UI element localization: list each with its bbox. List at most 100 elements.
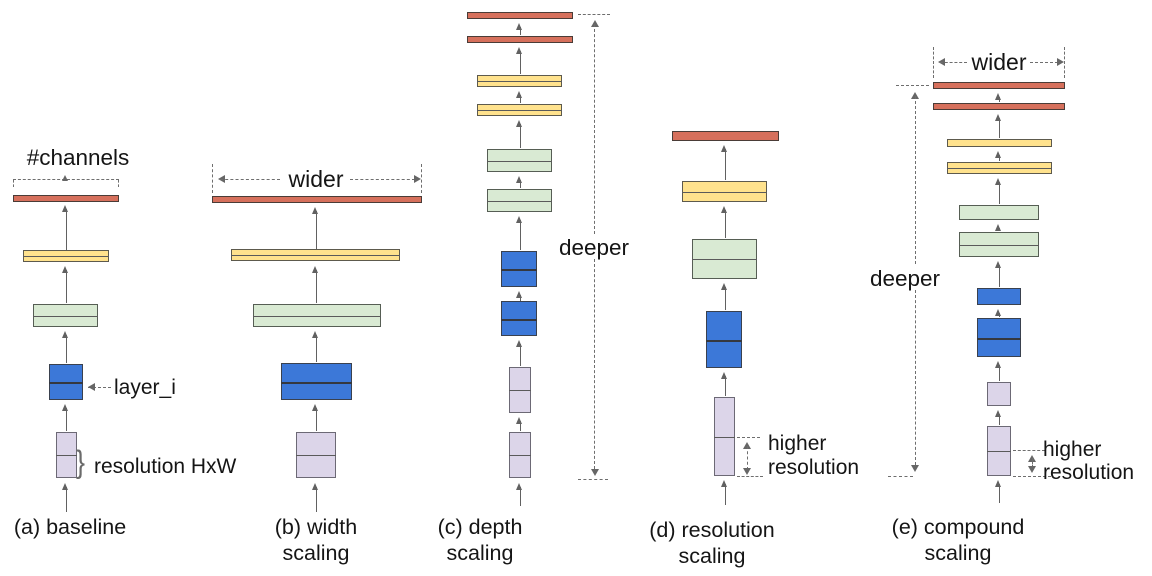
a-arrow-green-to-yellow	[62, 265, 69, 303]
a-blue-layer	[49, 364, 83, 400]
e-wider-label: wider	[971, 49, 1027, 75]
c-deeper-down-arrow-icon	[591, 469, 599, 480]
e-deeper-line-lower	[915, 290, 916, 465]
b-wider-right-arrow-icon	[414, 175, 425, 183]
e-deeper-line-upper	[915, 96, 916, 264]
d-higher-label: higher	[768, 432, 827, 455]
e-higher-down-arrow-icon	[1028, 466, 1036, 477]
e-arrow-green2-to-green1	[995, 223, 1002, 231]
a-input-arrow	[62, 482, 69, 512]
a-output-bar	[13, 195, 119, 202]
e-arrow-red2-to-red1	[995, 92, 1002, 102]
c-deeper-top-dash	[578, 14, 610, 15]
c-arrow-yellow2-to-yellow1	[516, 90, 523, 103]
e-input-arrow	[995, 479, 1002, 503]
e-output-bar-1	[933, 82, 1065, 89]
caption-b: (b) width scaling	[274, 515, 358, 565]
e-wider-right-dash	[1030, 62, 1058, 63]
e-wider-left-dash	[940, 62, 967, 63]
d-green-layer	[692, 239, 757, 279]
caption-a: (a) baseline	[13, 515, 127, 539]
e-arrow-yellow1-to-red2	[995, 113, 1002, 138]
e-wider-left-tick	[933, 47, 934, 78]
e-input-box-1	[987, 382, 1011, 406]
e-deeper-top-dash	[896, 85, 929, 86]
resolution-brace: }	[76, 444, 86, 480]
b-green-layer	[253, 304, 381, 327]
e-green-layer-2	[959, 232, 1039, 257]
caption-d: (d) resolution scaling	[649, 518, 775, 568]
channels-brace-arrow-icon	[62, 172, 68, 181]
layer-i-arrow-icon	[84, 383, 95, 391]
e-yellow-layer-1	[947, 139, 1052, 147]
a-arrow-blue-to-green	[62, 330, 69, 363]
e-higher-line	[1032, 458, 1033, 468]
a-input-box	[56, 432, 77, 478]
e-output-bar-2	[933, 103, 1065, 110]
c-arrow-blue1-to-green2	[516, 215, 523, 250]
d-yellow-layer	[682, 181, 767, 202]
c-input-box-1	[509, 367, 531, 413]
e-yellow-layer-2	[947, 162, 1052, 174]
c-green-layer-2	[487, 189, 552, 212]
c-blue-layer-1	[501, 251, 537, 287]
c-arrow-purple1-to-blue2	[516, 339, 523, 366]
e-green-layer-1	[959, 205, 1039, 220]
b-input-box	[296, 432, 336, 478]
b-wider-label: wider	[288, 166, 344, 192]
b-wider-left-dash	[220, 179, 280, 180]
c-input-box-2	[509, 432, 531, 478]
e-arrow-yellow2-to-yellow1	[995, 150, 1002, 161]
c-blue-layer-2	[501, 301, 537, 336]
c-deeper-label: deeper	[558, 235, 630, 260]
e-blue-layer-2	[977, 318, 1021, 357]
channels-label: #channels	[26, 145, 130, 170]
e-deeper-up-arrow-icon	[911, 88, 919, 99]
c-arrow-purple2-to-purple1	[516, 416, 523, 431]
d-higher-top-dash	[737, 437, 760, 438]
c-deeper-up-arrow-icon	[591, 16, 599, 27]
c-arrow-red2-to-red1	[516, 22, 523, 35]
e-arrow-blue1-to-green2	[995, 260, 1002, 287]
e-wider-right-tick	[1064, 47, 1065, 78]
c-arrow-blue2-to-blue1	[516, 290, 523, 301]
d-input-arrow	[721, 479, 728, 505]
e-input-box-2	[987, 426, 1011, 476]
e-deeper-bottom-dash	[888, 476, 913, 477]
c-deeper-bottom-dash	[578, 479, 608, 480]
b-arrow-input-to-blue	[312, 403, 319, 431]
b-arrow-yellow-to-red	[312, 206, 319, 249]
e-deeper-down-arrow-icon	[911, 465, 919, 476]
layer-i-dash-line	[88, 387, 111, 388]
d-blue-layer	[706, 311, 742, 368]
c-green-layer-1	[487, 149, 552, 172]
d-higher-down-arrow-icon	[743, 468, 751, 479]
b-input-arrow	[312, 482, 319, 512]
e-blue-layer-1	[977, 288, 1021, 305]
b-output-bar	[212, 196, 422, 203]
c-output-bar-1	[467, 12, 573, 19]
e-resolution-label: resolution	[1043, 461, 1135, 484]
b-wider-right-tick	[421, 164, 422, 193]
a-arrow-yellow-to-red	[62, 204, 69, 250]
d-output-bar	[672, 131, 779, 141]
e-higher-label: higher	[1043, 438, 1102, 461]
c-input-arrow	[516, 482, 523, 506]
c-arrow-green1-to-yellow2	[516, 119, 523, 148]
c-yellow-layer-1	[477, 75, 562, 87]
c-deeper-line-lower	[594, 259, 595, 469]
d-higher-up-arrow-icon	[743, 438, 751, 449]
b-yellow-layer	[231, 249, 400, 261]
caption-c: (c) depth scaling	[437, 515, 523, 565]
e-higher-bottom-dash	[1013, 476, 1051, 477]
d-input-box	[714, 397, 735, 476]
e-arrow-purple1-to-blue2	[995, 360, 1002, 381]
d-arrow-blue-to-green	[721, 282, 728, 310]
d-arrow-yellow-to-red	[721, 144, 728, 180]
b-wider-right-dash	[350, 179, 415, 180]
e-arrow-green1-to-yellow2	[995, 177, 1002, 204]
c-arrow-yellow1-to-red2	[516, 46, 523, 74]
channels-brace-left-tick	[13, 180, 14, 187]
channels-brace-right-tick	[118, 180, 119, 187]
